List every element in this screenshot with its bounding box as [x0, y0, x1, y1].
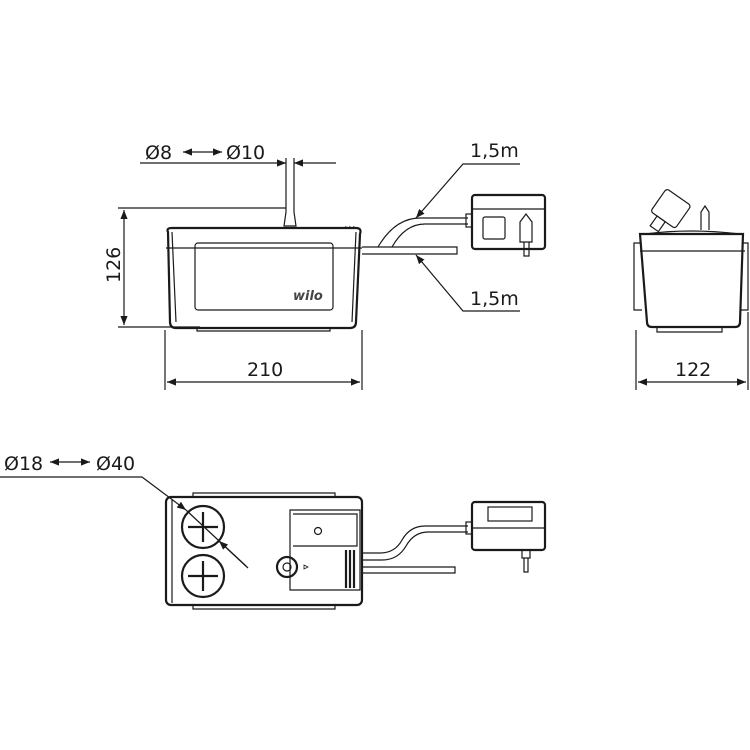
- drain-knob-icon: [275, 555, 299, 579]
- dim-width: 210: [164, 330, 363, 390]
- svg-text:210: 210: [247, 359, 283, 381]
- dim-height: 126: [103, 207, 286, 328]
- side-view: 122: [633, 189, 749, 390]
- dim-cable-lengths: 1,5m 1,5m: [415, 140, 520, 312]
- cable-bottom-label: 1,5m: [470, 288, 519, 310]
- dim-inlet-diameter: Ø18 Ø40: [0, 453, 249, 569]
- dim-hose-diameter: Ø8 Ø10: [140, 142, 336, 167]
- bottom-view: [164, 492, 547, 610]
- cable-top-label: 1,5m: [470, 140, 519, 162]
- wilo-logo: wilo: [293, 289, 323, 304]
- inlet-to-label: Ø40: [96, 453, 135, 475]
- dim-label-o10: Ø10: [226, 142, 265, 164]
- svg-text:126: 126: [103, 247, 125, 283]
- dim-label-o8: Ø8: [145, 142, 172, 164]
- dim-depth-label: 122: [675, 359, 711, 381]
- inlet-from-label: Ø18: [4, 453, 43, 475]
